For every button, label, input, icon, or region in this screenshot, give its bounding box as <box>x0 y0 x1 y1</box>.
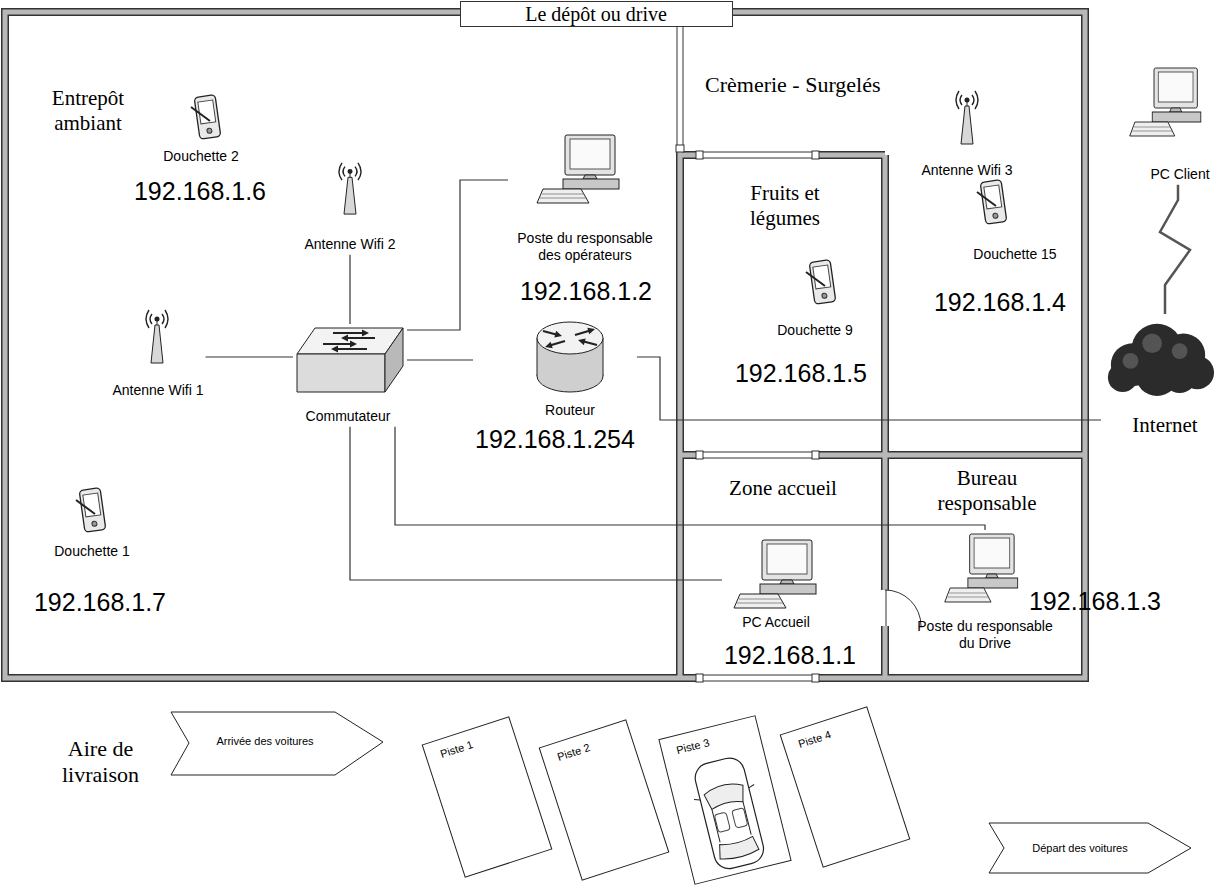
plan-title: Le dépôt ou drive <box>460 1 733 27</box>
room-zone: Bureau responsablePoste du responsable d… <box>893 460 1082 675</box>
internet-cloud: Internet <box>1101 314 1218 440</box>
zone-name: Entrepôt ambiant <box>31 86 146 136</box>
parking-lane: Piste 4 <box>780 706 911 868</box>
storage-zone: Entrepôt ambiantDouchette 2 192.168.1.6An… <box>8 15 677 675</box>
device-label: Antenne Wifi 2 <box>304 236 395 253</box>
wifi-antenna: Antenne Wifi 2 <box>302 156 397 255</box>
glass-partitions <box>676 27 819 682</box>
ant-icon <box>143 305 171 365</box>
arrow-text: Départ des voitures <box>1032 842 1127 855</box>
room-zone: Fruits et légumesDouchette 9 192.168.1.5 <box>688 160 880 450</box>
device-label: PC Accueil <box>742 614 810 631</box>
door <box>885 590 921 626</box>
building-plan: Le dépôt ou driveEntrepôt ambiantDouchet… <box>5 12 1085 678</box>
ip-address: 192.168.1.2 <box>520 276 652 306</box>
walls <box>5 12 1085 678</box>
flow-arrow: Arrivée des voitures <box>170 700 385 780</box>
ant-icon <box>336 158 364 216</box>
ip-address: 192.168.1.4 <box>934 287 1066 317</box>
dou-icon <box>73 486 111 534</box>
device-label: Douchette 15 <box>973 246 1056 263</box>
flow-arrow: Départ des voitures <box>988 818 1194 878</box>
lane-name: Piste 4 <box>797 728 833 751</box>
device-label: Routeur <box>545 402 595 419</box>
barcode-scanner: Douchette 1 192.168.1.7 <box>32 484 168 619</box>
rt-icon <box>535 318 605 396</box>
device-label: Douchette 9 <box>777 322 853 339</box>
ip-address: 192.168.1.3 <box>1029 586 1161 616</box>
device-label: Douchette 2 <box>163 148 239 165</box>
network-cable <box>407 359 473 360</box>
zone-name: Bureau responsable <box>912 466 1062 516</box>
parking-lane: Piste 1 <box>422 716 553 878</box>
pc-icon <box>1128 66 1206 138</box>
network-cable <box>349 255 350 324</box>
pc-icon <box>732 538 822 610</box>
parking-lane: Piste 2 <box>539 719 670 881</box>
network-cable <box>407 180 508 330</box>
device-label: PC Client <box>1150 166 1209 183</box>
barcode-scanner: Douchette 2 192.168.1.6 <box>132 91 268 208</box>
dou-icon <box>188 93 226 141</box>
network-cable <box>206 356 293 357</box>
workstation: PC Accueil 192.168.1.1 <box>722 536 858 672</box>
ip-address: 192.168.1.1 <box>724 640 856 670</box>
lane-name: Piste 3 <box>675 736 711 757</box>
network-cable <box>637 357 1101 420</box>
zone-name: Crèmerie - Surgelés <box>705 72 881 98</box>
pc-icon <box>943 532 1023 604</box>
storage-zone: Crèmerie - SurgelésFruits et légumesDouc… <box>683 15 1082 452</box>
device-label: Poste du responsable des opérateurs <box>510 230 660 264</box>
router: Routeur 192.168.1.254 <box>473 316 637 456</box>
workstation: Poste du responsable des opérateurs 192.1… <box>508 131 662 308</box>
device-label: Douchette 1 <box>54 543 130 560</box>
sw-icon <box>295 326 405 394</box>
zone-name: Fruits et légumes <box>720 181 850 231</box>
device-label: Commutateur <box>306 408 391 425</box>
network-name: Internet <box>1132 413 1197 438</box>
barcode-scanner: Douchette 9 192.168.1.5 <box>733 256 869 390</box>
wifi-antenna: Antenne Wifi 3 <box>919 84 1014 181</box>
wireless-link <box>1160 185 1190 314</box>
ip-address: 192.168.1.6 <box>134 176 266 206</box>
lane-name: Piste 1 <box>439 738 475 761</box>
ip-address: 192.168.1.7 <box>34 587 166 617</box>
device-label: Poste du responsable du Drive <box>910 618 1060 652</box>
wifi-antenna: Antenne Wifi 1 <box>110 303 205 401</box>
cloud-icon <box>1103 316 1216 396</box>
device-label: Antenne Wifi 3 <box>921 162 1012 179</box>
ip-address: 192.168.1.254 <box>475 424 635 454</box>
arrow-text: Arrivée des voitures <box>216 735 313 748</box>
parking-lane: Piste 3 <box>658 715 791 885</box>
dou-icon <box>803 258 841 306</box>
dou-icon <box>974 178 1012 226</box>
network-switch: Commutateur <box>293 324 407 427</box>
lane-name: Piste 2 <box>556 741 592 764</box>
ant-icon <box>953 86 981 146</box>
area-name: Aire de livraison <box>38 736 163 789</box>
device-label: Antenne Wifi 1 <box>112 382 203 399</box>
zone-name: Zone accueil <box>729 476 837 501</box>
workstation: Poste du responsable du Drive192.168.1.3 <box>908 530 1163 654</box>
room-zone: Zone accueil PC Accueil 192.168.1.1 <box>688 460 880 675</box>
ip-address: 192.168.1.5 <box>735 358 867 388</box>
cables <box>206 180 1190 580</box>
car-illustration <box>660 716 793 886</box>
client-pc: PC Client <box>1126 64 1212 185</box>
pc-icon <box>535 133 625 205</box>
barcode-scanner: Douchette 15 192.168.1.4 <box>932 176 1068 319</box>
